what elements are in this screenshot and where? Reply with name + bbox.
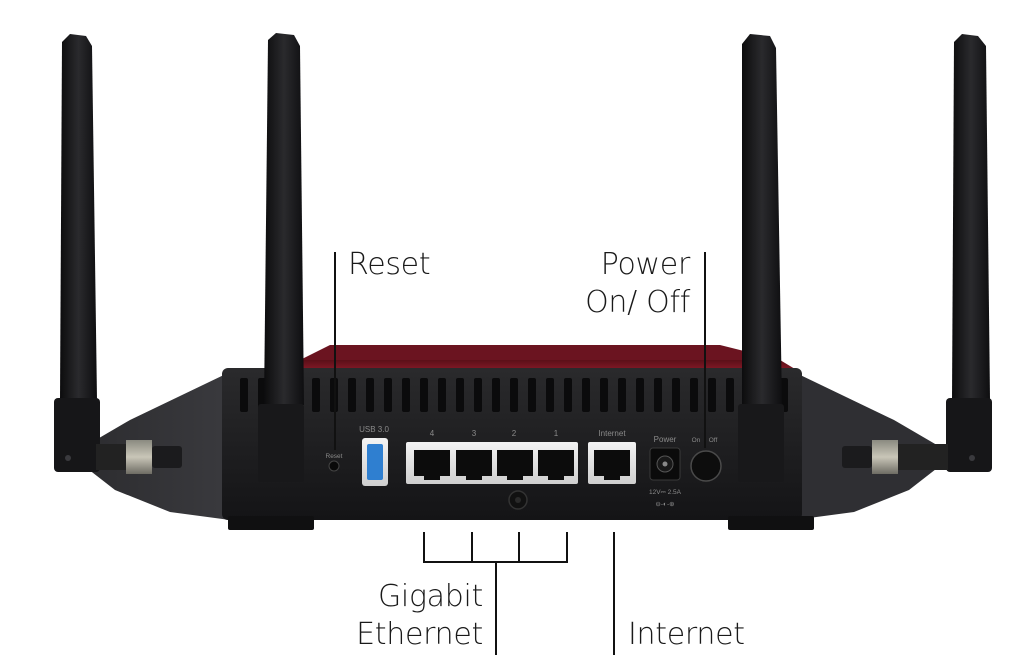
reset-button[interactable] — [328, 460, 340, 472]
lan3-label: 3 — [472, 429, 477, 438]
lan1-label: 1 — [554, 429, 559, 438]
antenna-1-icon — [54, 34, 100, 472]
on-label: On — [692, 437, 701, 444]
lan4-label: 4 — [430, 429, 435, 438]
gigabit-callout-line1: Gigabit — [377, 579, 483, 614]
ethernet-port-4-icon[interactable] — [414, 450, 450, 480]
off-label: Off — [709, 437, 718, 444]
reset-callout: Reset — [348, 247, 431, 282]
ethernet-port-2-icon[interactable] — [497, 450, 533, 480]
right-foot — [728, 516, 814, 530]
internet-port-icon[interactable] — [588, 442, 636, 484]
ethernet-port-1-icon[interactable] — [538, 450, 574, 480]
internet-small-label: Internet — [598, 429, 626, 438]
power-callout-line1: Power — [600, 247, 691, 282]
leader-lines — [334, 252, 706, 655]
antenna-2-icon — [258, 33, 304, 482]
reset-small-label: Reset — [326, 453, 343, 460]
power-rating-label: 12V⎓ 2.5A — [649, 489, 682, 496]
usb-port-icon[interactable] — [362, 438, 388, 486]
sma-connector-right-icon — [842, 440, 948, 474]
power-callout-line2: On/ Off — [585, 285, 690, 320]
ethernet-port-3-icon[interactable] — [456, 450, 492, 480]
power-button-icon[interactable] — [690, 450, 722, 482]
antenna-4-icon — [946, 34, 992, 472]
polarity-symbol-icon: ⊖-◐-⊕ — [655, 501, 675, 508]
antenna-3-icon — [738, 34, 784, 482]
screw-icon — [508, 490, 528, 510]
sma-connector-left-icon — [96, 440, 182, 474]
power-small-label: Power — [654, 435, 677, 444]
gigabit-callout-line2: Ethernet — [356, 617, 483, 652]
dc-jack-icon[interactable] — [649, 447, 681, 481]
usb-label: USB 3.0 — [359, 425, 389, 434]
internet-callout: Internet — [628, 617, 745, 652]
lan2-label: 2 — [512, 429, 517, 438]
left-foot — [228, 516, 314, 530]
